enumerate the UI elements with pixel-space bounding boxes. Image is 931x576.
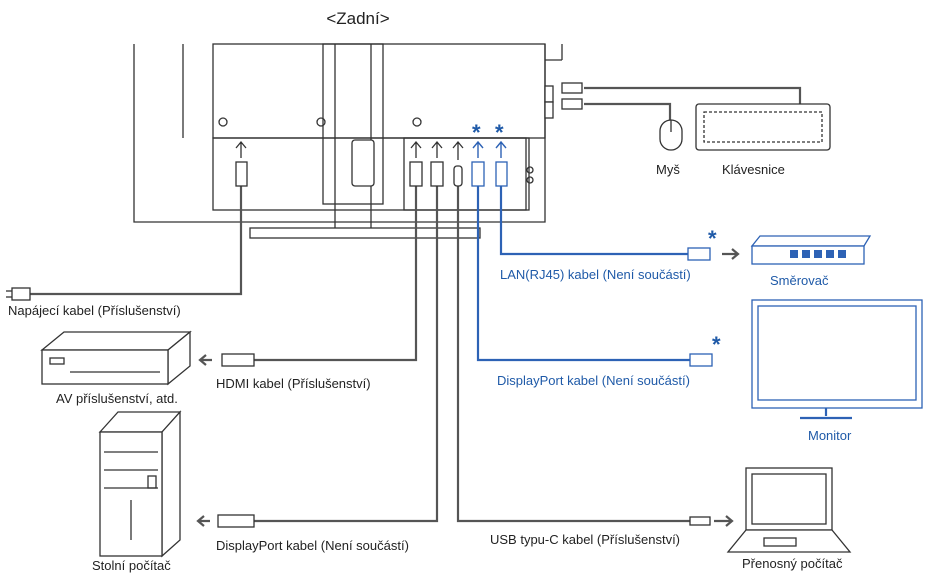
- laptop-label: Přenosný počítač: [742, 556, 843, 571]
- power-plug-icon: [6, 287, 31, 301]
- router-icon: [687, 235, 872, 265]
- displayport-out-label: DisplayPort kabel (Není součástí): [497, 373, 690, 388]
- note-star-2: *: [495, 120, 504, 145]
- diagram-title: <Zadní>: [326, 9, 389, 28]
- displayport-in-label: DisplayPort kabel (Není součástí): [216, 538, 409, 553]
- power-cable-label: Napájecí kabel (Příslušenství): [8, 303, 181, 318]
- mouse-label: Myš: [656, 162, 680, 177]
- note-star-router: *: [708, 226, 717, 251]
- keyboard-icon: [695, 103, 831, 151]
- keyboard-label: Klávesnice: [722, 162, 785, 177]
- laptop-icon: [689, 467, 852, 553]
- note-star-monitor: *: [712, 332, 721, 357]
- monitor-rear-view: [133, 43, 563, 239]
- hdmi-cable-label: HDMI kabel (Příslušenství): [216, 376, 371, 391]
- external-monitor-icon: [689, 299, 923, 420]
- mouse-icon: [659, 119, 683, 151]
- av-device-label: AV příslušenství, atd.: [56, 391, 178, 406]
- lan-cable-label: LAN(RJ45) kabel (Není součástí): [500, 267, 691, 282]
- monitor-label: Monitor: [808, 428, 852, 443]
- usbc-cable-label: USB typu-C kabel (Příslušenství): [490, 532, 680, 547]
- cables: [22, 86, 802, 523]
- av-device-icon: [40, 330, 192, 386]
- note-star-1: *: [472, 120, 481, 145]
- desktop-pc-icon: [98, 410, 182, 558]
- displayport-plug-icon: [196, 514, 255, 528]
- port-connectors: [235, 82, 583, 187]
- desktop-label: Stolní počítač: [92, 558, 171, 573]
- router-label: Směrovač: [770, 273, 829, 288]
- hdmi-plug-icon: [198, 353, 255, 367]
